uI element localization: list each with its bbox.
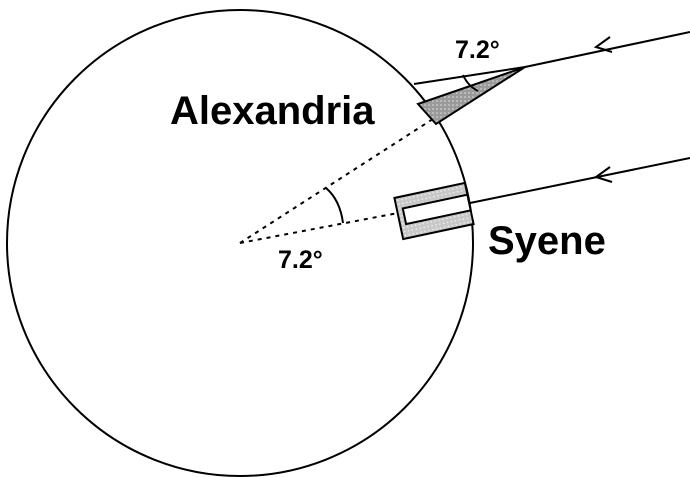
label-alexandria: Alexandria bbox=[170, 89, 375, 133]
label-angle-center: 7.2° bbox=[278, 246, 323, 274]
earth-circle bbox=[6, 9, 474, 477]
label-syene: Syene bbox=[488, 219, 606, 263]
angle-arc-stick bbox=[462, 74, 479, 92]
syene-well-shaft bbox=[401, 193, 472, 226]
angle-arc-center bbox=[325, 187, 344, 224]
radius-to-alexandria bbox=[239, 116, 437, 244]
sun-ray-top bbox=[524, 31, 690, 68]
sun-ray-bottom bbox=[469, 157, 690, 204]
arrowhead-left-icon bbox=[593, 36, 613, 53]
shadow-line bbox=[413, 66, 526, 85]
arrowhead-left-icon bbox=[593, 166, 613, 183]
label-angle-stick: 7.2° bbox=[455, 36, 500, 64]
